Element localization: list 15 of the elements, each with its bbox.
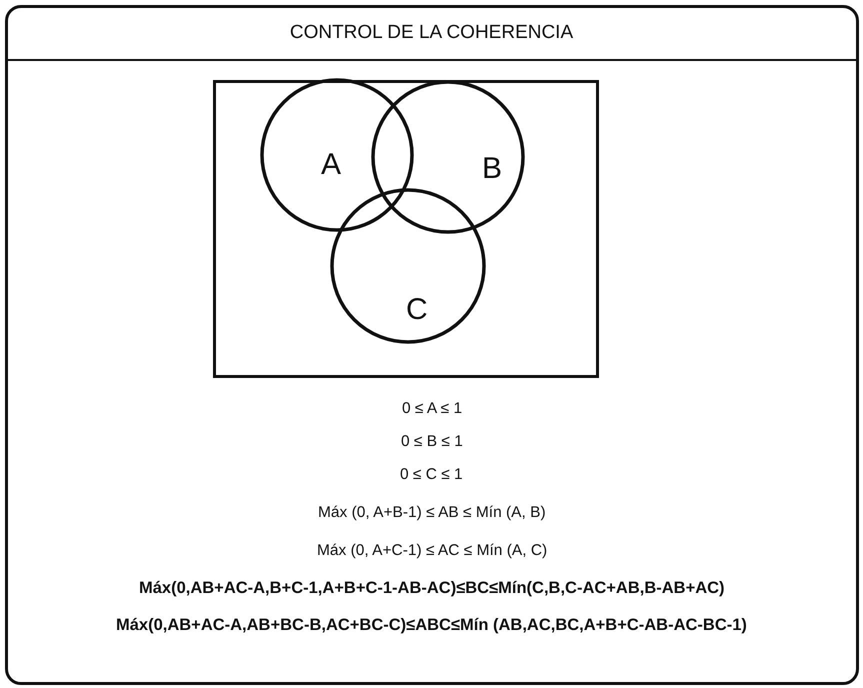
inequality: 0 ≤ A ≤ 1 — [402, 400, 462, 418]
inequality: 0 ≤ C ≤ 1 — [400, 466, 463, 484]
panel-title: CONTROL DE LA COHERENCIA — [288, 22, 574, 44]
set-label: B — [482, 154, 502, 184]
inequality: Máx (0, A+C-1) ≤ AC ≤ Mín (A, C) — [317, 542, 548, 560]
inequality: Máx (0, A+B-1) ≤ AB ≤ Mín (A, B) — [318, 504, 546, 522]
set-label: C — [406, 295, 428, 325]
set-circle — [260, 78, 414, 232]
set-circle — [330, 188, 486, 344]
universe-rectangle — [213, 80, 599, 378]
set-circle — [371, 80, 525, 234]
inequality: 0 ≤ B ≤ 1 — [401, 433, 463, 451]
inequality: Máx(0,AB+AC-A,AB+BC-B,AC+BC-C)≤ABC≤Mín (AB,AC,BC,A+B+C-AB-AC-BC-1) — [116, 616, 747, 635]
set-label: A — [321, 150, 342, 180]
inequality: Máx(0,AB+AC-A,B+C-1,A+B+C-1-AB-AC)≤BC≤Mín(C,B,C-AC+AB,B-AB+AC) — [139, 579, 725, 598]
